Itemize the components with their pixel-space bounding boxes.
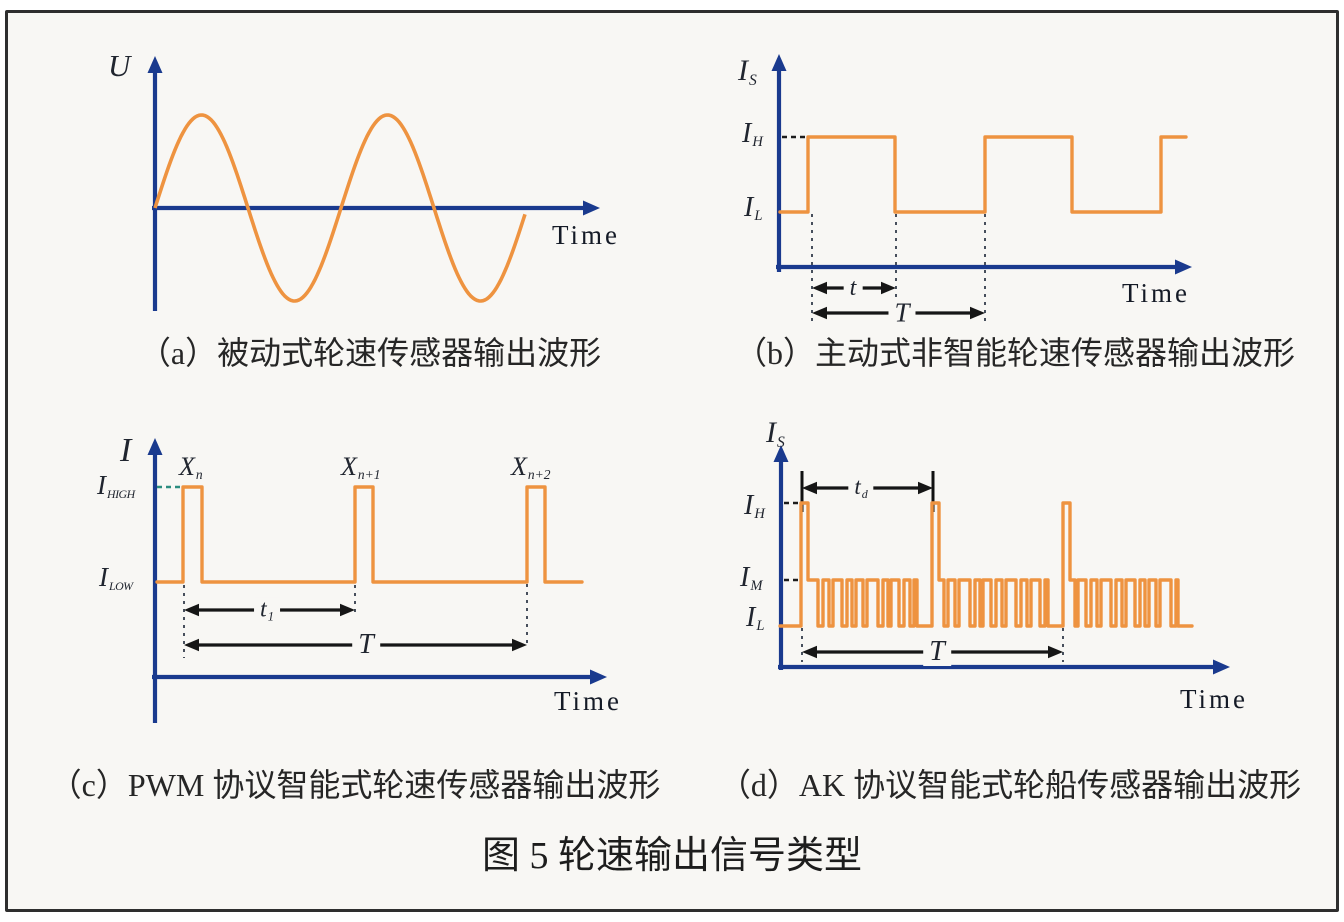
panel-d-level-ih-label: IH: [744, 490, 765, 523]
panel-c-y-axis-label: I: [120, 432, 132, 469]
panel-b-level-ih-label: IH: [742, 118, 763, 151]
panel-b-time-label: Time: [1122, 278, 1191, 308]
panel-c-period-annotation: T: [352, 631, 380, 659]
panel-a-y-axis-label: U: [108, 48, 131, 83]
panel-d-period-annotation: T: [923, 638, 951, 666]
figure-border: [5, 10, 1339, 912]
panel-b-y-axis-label: IS: [738, 54, 757, 89]
panel-d-td-annotation: td: [848, 475, 874, 501]
panel-d-level-il-label: IL: [746, 602, 765, 635]
panel-b-level-il-label: IL: [744, 192, 763, 225]
panel-c-pulse-xn1-label: Xn+1: [341, 452, 381, 483]
panel-d-caption: （d）AK 协议智能式轮船传感器输出波形: [718, 767, 1302, 803]
panel-c-time-label: Time: [554, 686, 623, 716]
panel-a-time-label: Time: [552, 220, 621, 250]
panel-c-pulse-xn2-label: Xn+2: [511, 452, 551, 483]
panel-c-t1-annotation: t1: [254, 597, 280, 623]
panel-d-time-label: Time: [1180, 684, 1249, 714]
panel-c-level-ihigh-label: IHIGH: [97, 470, 135, 501]
panel-b-caption: （b）主动式非智能轮速传感器输出波形: [734, 335, 1295, 371]
figure-caption: 图 5 轮速输出信号类型: [481, 835, 862, 877]
panel-c-pulse-xn-label: Xn: [179, 452, 203, 483]
panel-b-period-annotation: T: [888, 299, 916, 327]
panel-b-t-annotation: t: [843, 276, 863, 300]
panel-c-level-ilow-label: ILOW: [99, 562, 133, 593]
panel-c-caption: （c）PWM 协议智能式轮速传感器输出波形: [49, 767, 661, 803]
panel-d-level-im-label: IM: [740, 562, 763, 595]
panel-d-y-axis-label: IS: [766, 416, 785, 451]
panel-a-caption: （a）被动式轮速传感器输出波形: [138, 335, 602, 371]
